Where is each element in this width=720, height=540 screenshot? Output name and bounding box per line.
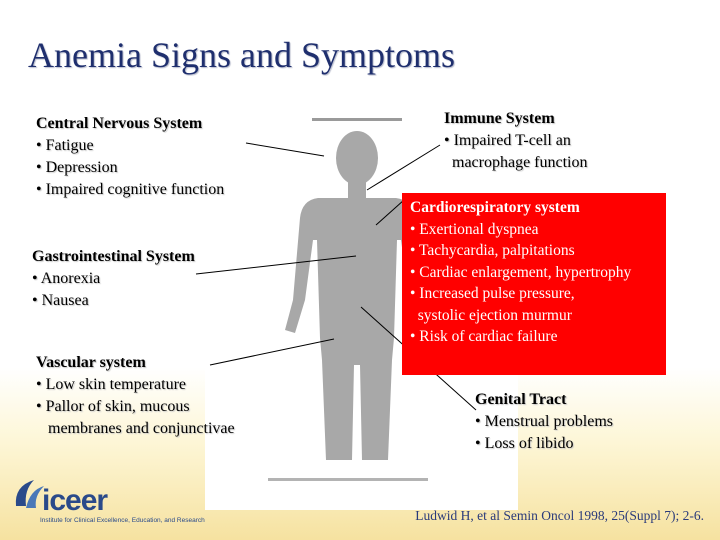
gi-item: • Nausea bbox=[32, 290, 195, 312]
cns-item: • Depression bbox=[36, 157, 224, 179]
cns-block: Central Nervous System • Fatigue • Depre… bbox=[36, 113, 224, 201]
immune-heading: Immune System bbox=[444, 108, 588, 130]
logo-wordmark: iceer bbox=[42, 484, 107, 518]
cardio-item: • Risk of cardiac failure bbox=[410, 326, 666, 348]
citation: Ludwid H, et al Semin Oncol 1998, 25(Sup… bbox=[415, 508, 704, 524]
genital-item: • Menstrual problems bbox=[475, 411, 613, 433]
cardio-item: systolic ejection murmur bbox=[410, 305, 666, 327]
cns-item: • Impaired cognitive function bbox=[36, 179, 224, 201]
immune-block: Immune System • Impaired T-cell an macro… bbox=[444, 108, 588, 174]
cardio-box: Cardiorespiratory system • Exertional dy… bbox=[402, 193, 666, 375]
cardio-item: • Cardiac enlargement, hypertrophy bbox=[410, 262, 666, 284]
genital-block: Genital Tract • Menstrual problems • Los… bbox=[475, 389, 613, 455]
genital-heading: Genital Tract bbox=[475, 389, 613, 411]
vascular-block: Vascular system • Low skin temperature •… bbox=[36, 352, 235, 440]
immune-item: macrophage function bbox=[444, 152, 588, 174]
cardio-item: • Increased pulse pressure, bbox=[410, 283, 666, 305]
cardio-item: • Exertional dyspnea bbox=[410, 219, 666, 241]
cns-heading: Central Nervous System bbox=[36, 113, 224, 135]
gi-item: • Anorexia bbox=[32, 268, 195, 290]
vascular-item: • Pallor of skin, mucous bbox=[36, 396, 235, 418]
gi-block: Gastrointestinal System • Anorexia • Nau… bbox=[32, 246, 195, 312]
vascular-heading: Vascular system bbox=[36, 352, 235, 374]
vascular-item: • Low skin temperature bbox=[36, 374, 235, 396]
immune-item: • Impaired T-cell an bbox=[444, 130, 588, 152]
genital-item: • Loss of libido bbox=[475, 433, 613, 455]
logo-tagline: Institute for Clinical Excellence, Educa… bbox=[40, 517, 205, 524]
cardio-item: • Tachycardia, palpitations bbox=[410, 240, 666, 262]
cns-item: • Fatigue bbox=[36, 135, 224, 157]
vascular-item: membranes and conjunctivae bbox=[36, 418, 235, 440]
cardio-heading: Cardiorespiratory system bbox=[410, 197, 666, 219]
iceer-logo-icon bbox=[12, 476, 46, 512]
gi-heading: Gastrointestinal System bbox=[32, 246, 195, 268]
